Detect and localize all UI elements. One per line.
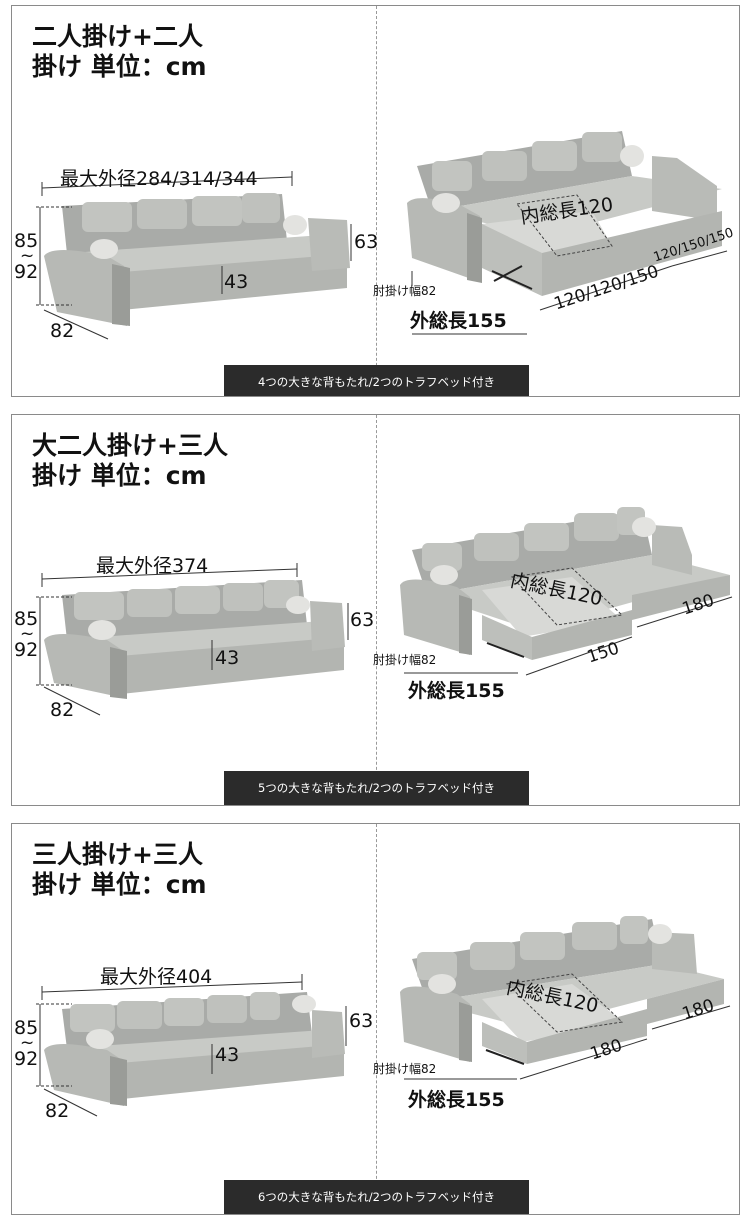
panel-divider [376,824,377,1214]
feature-caption: 4つの大きな背もたれ/2つのトラフベッド付き [224,365,529,396]
outer-length-label: 外総長155 [408,680,505,702]
depth-label: 82 [45,1100,70,1122]
panel-divider [376,415,377,805]
height-label-top: 85 [14,230,39,252]
armrest-width-label: 肘掛け幅82 [373,653,437,667]
feature-caption: 5つの大きな背もたれ/2つのトラフベッド付き [224,771,529,805]
feature-caption: 6つの大きな背もたれ/2つのトラフベッド付き [224,1180,529,1214]
outer-length-label: 外総長155 [408,1089,505,1111]
seat-height-label: 43 [215,647,240,669]
depth-label: 82 [50,699,75,721]
panel-title: 二人掛け+二人 掛け 単位：cm [32,22,207,82]
sofa-front-illustration [36,131,728,340]
title-line-1: 大二人掛け+三人 [32,431,228,460]
title-line-1: 二人掛け+二人 [32,22,203,51]
panel-title: 三人掛け+三人 掛け 単位：cm [32,840,207,900]
product-panel-2: 大二人掛け+三人 掛け 単位：cm [11,414,740,806]
title-line-2: 掛け 単位：cm [32,870,207,899]
height-label-top: 85 [14,608,39,630]
height-label-bottom: 92 [14,261,39,283]
depth-label: 82 [50,320,75,342]
height-label-tilde: ~ [20,1033,35,1053]
panel-title: 大二人掛け+三人 掛け 単位：cm [32,431,228,491]
title-line-2: 掛け 単位：cm [32,52,207,81]
product-panel-3: 三人掛け+三人 掛け 単位：cm [11,823,740,1215]
height-label-top: 85 [14,1017,39,1039]
height-label-bottom: 92 [14,1048,39,1070]
outer-length-label: 外総長155 [410,310,507,332]
arm-height-label: 63 [354,231,379,253]
height-label-bottom: 92 [14,639,39,661]
armrest-width-label: 肘掛け幅82 [373,284,437,298]
max-width-label: 最大外径404 [100,966,213,988]
sofa-front-illustration [36,916,731,1117]
height-label-tilde: ~ [20,624,35,644]
height-label-tilde: ~ [20,246,35,266]
seat-height-label: 43 [215,1044,240,1066]
arm-height-label: 63 [350,609,375,631]
seat-height-label: 43 [224,271,249,293]
max-width-label: 最大外径374 [96,555,209,577]
armrest-width-label: 肘掛け幅82 [373,1062,437,1076]
max-width-label: 最大外径284/314/344 [60,168,258,190]
title-line-2: 掛け 単位：cm [32,461,207,490]
title-line-1: 三人掛け+三人 [32,840,203,869]
panel-divider [376,6,377,396]
product-panel-1: 二人掛け+二人 掛け 単位：cm [11,5,740,397]
sofa-front-illustration [36,507,733,716]
arm-height-label: 63 [349,1010,374,1032]
